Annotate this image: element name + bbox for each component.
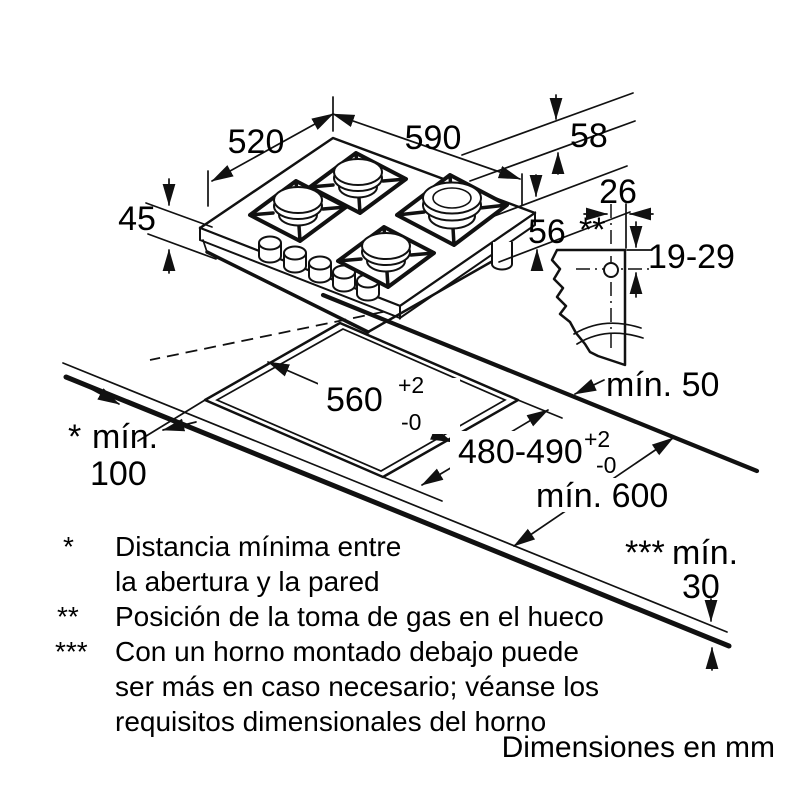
gas-note-marker: ** (579, 211, 605, 249)
burner-front (336, 225, 436, 289)
extension-line (469, 120, 636, 182)
dim-label-56: 56 (528, 213, 566, 251)
dim-label-560: 560 (326, 381, 383, 419)
cabinet-cross-section (550, 248, 627, 367)
dim-label-45: 45 (118, 200, 156, 238)
extension-line (145, 202, 213, 228)
below-marker: *** (625, 534, 665, 572)
dimensions: 520 590 45 58 56 ** 26 (68, 92, 738, 671)
burner-wok (395, 173, 509, 247)
dim-line-590 (332, 113, 521, 180)
dim-label-480-490-tolerance-plus: +2 (584, 426, 610, 452)
dim-label-19-29: 19-29 (648, 238, 735, 276)
footnote-text: Con un horno montado debajo puede (115, 636, 579, 667)
support-leg (491, 242, 513, 271)
gas-connection-detail (550, 204, 651, 367)
dim-label-58: 58 (570, 117, 608, 155)
dim-label-520: 520 (228, 123, 285, 161)
burner-cap (273, 186, 323, 214)
hob-body-right-edge (366, 256, 500, 334)
hob-body-left-corner (202, 239, 208, 253)
footnote-text: Distancia mínima entre (115, 531, 401, 562)
footnotes: * Distancia mínima entre la abertura y l… (55, 531, 775, 764)
counter-back-edge (320, 292, 760, 474)
burner-left (248, 179, 348, 243)
footnote-marker: * (63, 531, 74, 562)
dim-label-480-490: 480-490 (458, 433, 583, 471)
control-knob (258, 235, 282, 264)
dim-arrow-min100-inner (162, 418, 197, 432)
dim-arrow-min50 (574, 378, 605, 395)
units-note: Dimensiones en mm (502, 731, 775, 764)
extension-line (488, 165, 628, 219)
extension-line (147, 233, 217, 260)
footnote-text: Posición de la toma de gas en el hueco (115, 601, 604, 632)
footnote-marker: *** (55, 636, 88, 667)
dim-label-590: 590 (405, 119, 462, 157)
counter-front-edge-top (62, 362, 728, 633)
dim-label-26: 26 (599, 173, 637, 211)
dim-label-560-tolerance-minus: -0 (401, 409, 421, 435)
burner-cap (333, 158, 383, 186)
dim-label-min600: mín. 600 (536, 477, 668, 515)
gas-inlet-circle (603, 262, 619, 278)
footnote-text: la abertura y la pared (115, 566, 380, 597)
footnote-text: requisitos dimensionales del horno (115, 706, 546, 737)
footnote-marker: ** (57, 601, 79, 632)
dim-line-520 (211, 113, 334, 182)
hob-body-bottom-edge (205, 250, 370, 334)
dim-label-560-tolerance-plus: +2 (398, 372, 424, 398)
wall-marker: * (68, 418, 81, 456)
dim-label-min30-value: 30 (682, 568, 720, 606)
dim-label-min100-value: 100 (90, 455, 147, 493)
control-knob (283, 245, 307, 274)
break-line (573, 322, 642, 335)
extension-line (461, 92, 634, 156)
dim-label-min30-word: mín. (672, 534, 738, 572)
break-line (576, 332, 644, 345)
dim-label-min50: mín. 50 (606, 366, 719, 404)
burner-cap (361, 232, 411, 260)
burner-cap (422, 181, 482, 215)
projection-dashed-line (149, 307, 403, 361)
dim-arrow-min100-outer (85, 385, 120, 405)
label-backdrop (530, 478, 676, 512)
footnote-text: ser más en caso necesario; véanse los (115, 671, 599, 702)
extension-line (498, 211, 631, 263)
diagram-root: 520 590 45 58 56 ** 26 (55, 92, 775, 764)
extension-line (517, 399, 563, 419)
control-knob (308, 255, 332, 284)
extension-line (382, 476, 443, 502)
dim-label-480-490-tolerance-minus: -0 (596, 452, 616, 478)
dim-label-min100-word: mín. (92, 418, 158, 456)
